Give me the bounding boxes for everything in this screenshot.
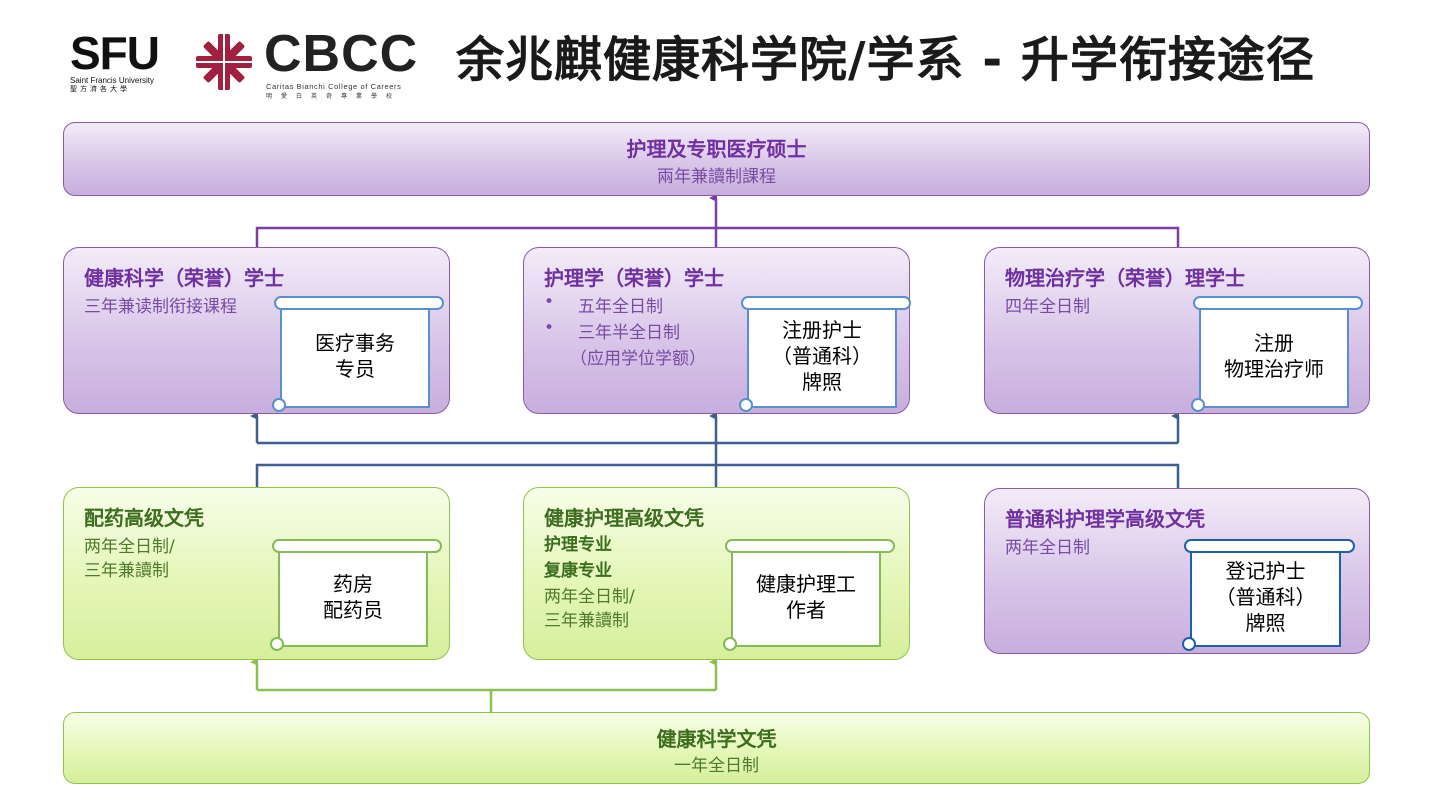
sfu-logo-name: Saint Francis University [70,76,155,85]
diploma-mode: 三年兼讀制 [544,611,629,631]
masters-title: 护理及专职医疗硕士 [626,137,807,161]
diploma-mode: 三年兼讀制 [84,561,169,581]
qualification-scroll: 药房 配药员 [270,539,442,651]
degree-mode: 三年半全日制 [578,323,680,343]
diploma-health-science-box: 健康科学文凭 一年全日制 [63,712,1370,784]
degree-box-physiotherapy: 物理治疗学（荣誉）理学士 四年全日制 注册 物理治疗师 [984,247,1370,414]
degree-title: 物理治疗学（荣誉）理学士 [1005,266,1245,290]
qualification-scroll: 注册护士 （普通科） 牌照 [739,296,911,412]
qualification-text: 注册 物理治疗师 [1224,331,1324,381]
qualification-scroll: 登记护士 （普通科） 牌照 [1182,539,1355,651]
page-title: 余兆麒健康科学院/学系 - 升学衔接途径 [456,32,1315,88]
qualification-scroll: 医疗事务 专员 [272,296,444,412]
cbcc-logo-chinese: 明愛白英奇專業學校 [266,93,402,100]
degree-mode: 五年全日制 [578,297,663,317]
diploma-box-health-care: 健康护理高级文凭 护理专业 复康专业 两年全日制/ 三年兼讀制 健康护理工 作者 [523,487,910,660]
degree-mode: 三年兼读制衔接课程 [84,297,237,317]
diploma-mode: 两年全日制/ [84,537,175,557]
cbcc-cross-icon [196,34,252,90]
qualification-text: 注册护士 （普通科） 牌照 [772,318,872,394]
degree-title: 健康科学（荣誉）学士 [84,266,284,290]
degree-box-nursing: 护理学（荣誉）学士 • 五年全日制 • 三年半全日制 （应用学位学额） 注册护士… [523,247,911,414]
scroll-curl-icon [1182,637,1196,651]
qualification-text: 健康护理工 作者 [756,572,856,622]
degree-note: （应用学位学额） [570,349,706,369]
degree-box-health-science: 健康科学（荣誉）学士 三年兼读制衔接课程 医疗事务 专员 [63,247,450,414]
bullet: • [544,292,555,312]
bullet: • [544,318,555,338]
degree-mode: 四年全日制 [1005,297,1090,317]
diploma-health-science-title: 健康科学文凭 [656,727,777,751]
masters-box: 护理及专职医疗硕士 兩年兼讀制課程 [63,122,1370,196]
masters-subtitle: 兩年兼讀制課程 [657,167,776,187]
cbcc-logo-text: CBCC [264,25,419,83]
qualification-scroll: 健康护理工 作者 [723,539,895,651]
diploma-title: 普通科护理学高级文凭 [1005,507,1205,531]
diploma-mode: 两年全日制/ [544,587,635,607]
qualification-text: 医疗事务 专员 [315,331,395,381]
cbcc-logo-name: Caritas Bianchi College of Careers [266,82,402,91]
diploma-stream: 护理专业 [544,535,612,555]
qualification-text: 登记护士 （普通科） 牌照 [1215,559,1316,635]
diploma-health-science-subtitle: 一年全日制 [674,756,759,776]
degree-title: 护理学（荣誉）学士 [544,266,724,290]
qualification-scroll: 注册 物理治疗师 [1191,296,1363,412]
sfu-logo: SFU Saint Francis University 聖方濟各大學 [70,30,180,100]
diploma-title: 配药高级文凭 [84,506,204,530]
scroll-curl-icon [272,398,286,412]
diploma-mode: 两年全日制 [1005,538,1090,558]
scroll-curl-icon [270,637,284,651]
qualification-text: 药房 配药员 [323,572,383,622]
diploma-stream: 复康专业 [544,561,612,581]
sfu-logo-chinese: 聖方濟各大學 [70,85,130,93]
diploma-title: 健康护理高级文凭 [544,506,704,530]
diploma-box-general-nursing: 普通科护理学高级文凭 两年全日制 登记护士 （普通科） 牌照 [984,488,1370,654]
scroll-curl-icon [723,637,737,651]
cbcc-logo: CBCC Caritas Bianchi College of Careers … [192,28,442,100]
diploma-box-dispensing: 配药高级文凭 两年全日制/ 三年兼讀制 药房 配药员 [63,487,450,660]
scroll-curl-icon [1191,398,1205,412]
scroll-curl-icon [739,398,753,412]
sfu-logo-text: SFU [70,27,160,79]
